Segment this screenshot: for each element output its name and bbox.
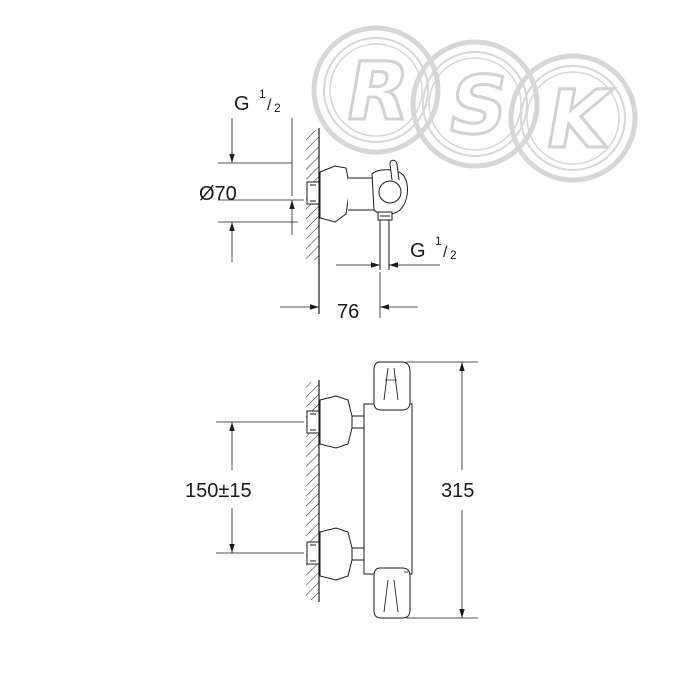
front-bottom-handle [373,567,411,619]
front-lower-nipple [306,541,320,565]
outlet-thread-numerator: 1 [435,234,442,248]
watermark-ring-r [311,25,441,155]
inlet-thread-dimension [218,118,293,196]
projection-label: 76 [337,301,359,323]
front-view [216,361,478,619]
front-upper-escutcheon [319,395,353,449]
height-dimension [406,361,478,619]
front-lower-escutcheon [319,527,353,581]
rsk-watermark: R S K [311,25,638,183]
inlet-thread-label: G 1 / 2 [234,87,281,115]
svg-text:/: / [267,97,272,114]
side-view [218,118,440,318]
inlet-thread-numerator: 1 [259,87,266,101]
diameter-dimension [218,199,304,262]
inlet-thread-denominator: 2 [274,101,281,115]
front-upper-nipple [306,410,320,434]
inlet-thread-prefix: G [234,93,250,115]
watermark-letter-k: K [539,74,620,167]
side-handle-lever [389,159,400,181]
outlet-thread-prefix: G [410,240,426,262]
outlet-thread-label: G 1 / 2 [410,234,457,262]
projection-dimension [280,272,418,318]
diameter-label: Ø70 [199,183,237,205]
side-inlet-nipple [306,181,320,205]
centres-dimension [216,421,304,554]
front-top-handle [373,361,411,411]
front-main-body [363,403,413,575]
side-neck [348,177,375,211]
watermark-ring-k [508,53,638,183]
svg-text:/: / [443,244,448,261]
outlet-thread-denominator: 2 [450,248,457,262]
side-escutcheon [319,165,351,223]
watermark-ring-s [410,39,540,169]
height-label: 315 [441,480,474,502]
centres-label: 150±15 [185,480,252,502]
